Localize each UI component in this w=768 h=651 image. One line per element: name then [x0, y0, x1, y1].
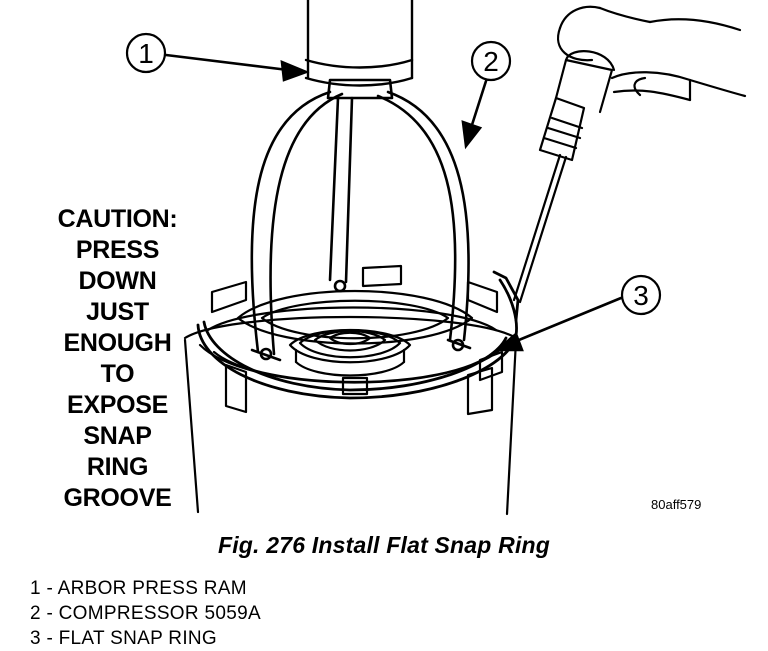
- leader-arrow-2: [469, 79, 488, 130]
- figure-caption: Fig. 276 Install Flat Snap Ring: [217, 532, 551, 558]
- leader-arrow-2-head: [461, 120, 483, 150]
- caution-line: CAUTION:: [57, 205, 178, 233]
- leader-arrow-3: [512, 296, 623, 344]
- callout-label-1: 1: [138, 38, 154, 69]
- arbor-press-ram: [304, 0, 414, 87]
- caution-line: JUST: [86, 298, 149, 326]
- callout-label-2: 2: [483, 46, 499, 77]
- callout-circle-3: [620, 274, 662, 316]
- caution-line: DOWN: [78, 267, 157, 295]
- leader-arrow-1-head: [280, 59, 310, 82]
- caution-line: SNAP: [83, 422, 152, 450]
- legend-item: 1 - ARBOR PRESS RAM: [30, 578, 247, 599]
- compressor-tool: [250, 78, 472, 362]
- legend: 1 - ARBOR PRESS RAM 2 - COMPRESSOR 5059A…: [30, 576, 261, 651]
- snap-ring-install-illustration: 1 2 3: [125, 0, 747, 516]
- screwdriver-with-hand: [512, 5, 747, 304]
- caution-line: ENOUGH: [63, 329, 172, 357]
- leader-arrow-3-head: [493, 331, 524, 352]
- legend-item: 2 - COMPRESSOR 5059A: [30, 603, 261, 624]
- callout-circle-1: [125, 32, 167, 74]
- clutch-drum: [183, 264, 518, 516]
- caution-line: EXPOSE: [66, 391, 169, 419]
- flat-snap-ring: [196, 270, 520, 400]
- caution-line: GROOVE: [63, 484, 172, 512]
- callout-label-3: 3: [633, 280, 649, 311]
- caution-line: TO: [100, 360, 135, 388]
- leader-arrow-1: [164, 53, 290, 72]
- figure-id: 80aff579: [651, 497, 702, 512]
- callout-circle-2: [470, 40, 512, 82]
- legend-item: 3 - FLAT SNAP RING: [30, 628, 218, 649]
- caution-line: PRESS: [75, 236, 160, 264]
- caution-line: RING: [86, 453, 149, 481]
